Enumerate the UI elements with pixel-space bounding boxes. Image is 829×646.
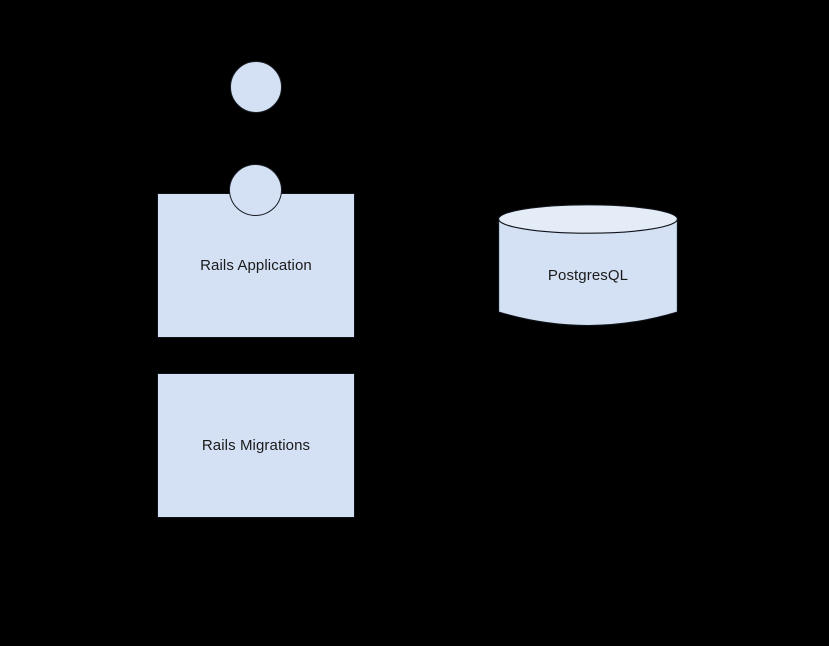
node-postgresql-database[interactable]: PostgresQL xyxy=(498,204,678,327)
node-label-rails-application: Rails Application xyxy=(200,256,312,274)
node-rails-application[interactable]: Rails Application xyxy=(157,193,355,338)
circle-node-rails-application[interactable] xyxy=(229,164,282,216)
node-label-postgresql: PostgresQL xyxy=(547,267,629,284)
node-label-rails-migrations: Rails Migrations xyxy=(201,436,311,454)
circle-node-top[interactable] xyxy=(230,61,282,113)
database-cylinder-icon xyxy=(498,204,678,327)
node-rails-migrations[interactable]: Rails Migrations xyxy=(157,373,355,518)
